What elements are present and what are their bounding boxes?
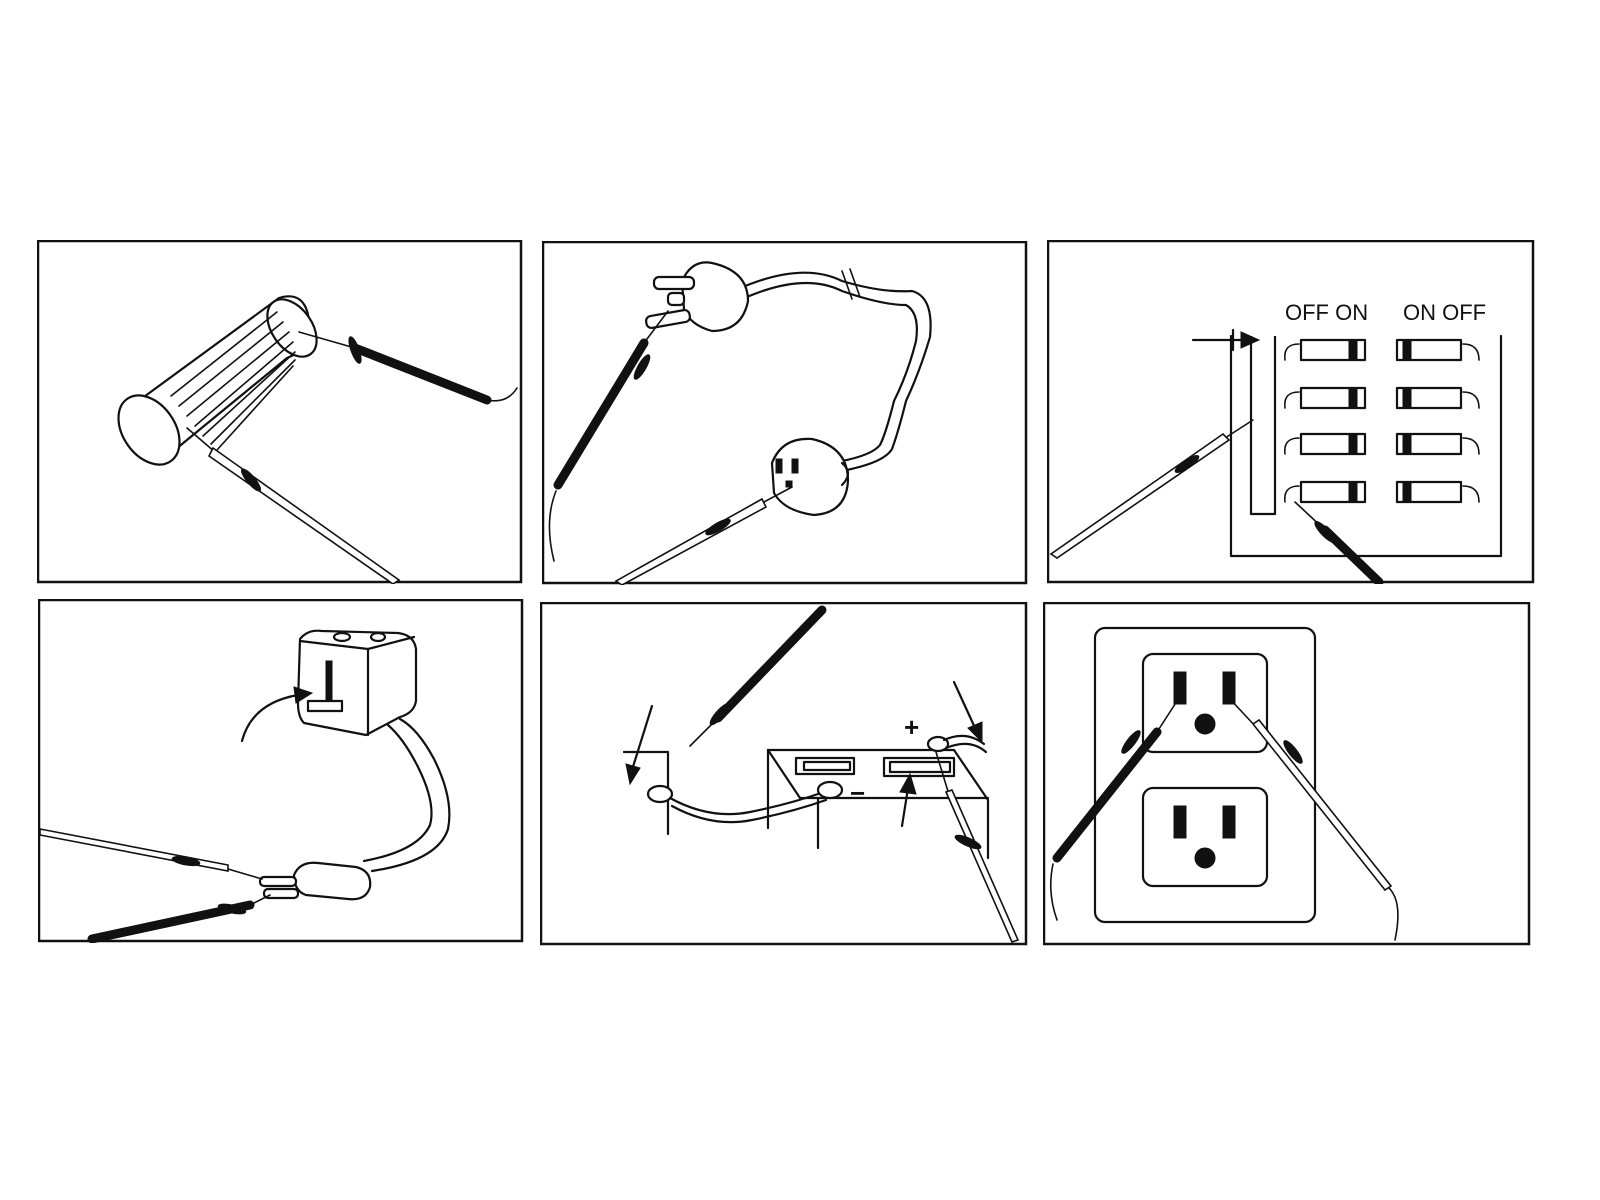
plug-icon	[258, 861, 372, 901]
fuse-cylinder-icon	[117, 295, 318, 466]
black-probe-icon	[1049, 697, 1180, 921]
fuse-test-drawing	[37, 240, 523, 584]
black-probe-icon	[87, 894, 271, 943]
battery-test-drawing: + −	[540, 602, 1028, 946]
label-off-on: OFF ON	[1285, 300, 1368, 325]
label-on-off: ON OFF	[1403, 300, 1486, 325]
panel-switch-panel-test: OFF ON ON OFF	[1047, 240, 1535, 584]
black-probe-icon	[298, 331, 518, 405]
jumper-cable-icon	[646, 734, 988, 824]
panel-plug-adapter-test	[38, 599, 524, 943]
wall-plate-icon	[1093, 626, 1317, 924]
black-probe-icon	[548, 310, 669, 562]
male-plug-icon	[644, 261, 750, 333]
cord-icon	[736, 268, 932, 473]
female-plug-icon	[770, 437, 850, 517]
red-probe-icon	[39, 828, 263, 880]
switch-rows-icon	[1283, 338, 1480, 504]
cord-icon	[362, 717, 451, 873]
panel-wall-outlet-test	[1043, 602, 1531, 946]
panel-frame	[37, 240, 523, 584]
battery-icon	[622, 748, 990, 860]
panel-battery-terminal-test: + −	[540, 602, 1028, 946]
panel-frame	[542, 241, 1028, 585]
black-probe-icon	[1294, 501, 1384, 584]
outlet-test-drawing	[1043, 602, 1531, 946]
red-probe-icon	[614, 486, 793, 585]
arrow-icon	[240, 686, 314, 743]
adapter-cube-icon	[296, 629, 418, 737]
panel-cord-continuity-test	[542, 241, 1028, 585]
positive-terminal-label: +	[904, 712, 919, 742]
red-probe-icon	[935, 751, 1020, 943]
panel-frame	[1047, 240, 1535, 584]
negative-terminal-label: −	[850, 778, 865, 808]
panel-fuse-test	[37, 240, 523, 584]
black-probe-icon	[689, 605, 827, 747]
switch-box-icon	[1229, 334, 1503, 558]
red-probe-icon	[1049, 419, 1254, 559]
arrow-icon	[1191, 328, 1261, 352]
red-probe-icon	[186, 427, 401, 584]
red-probe-icon	[1228, 697, 1399, 941]
switch-test-drawing: OFF ON ON OFF	[1047, 240, 1535, 584]
adapter-test-drawing	[38, 599, 524, 943]
cord-test-drawing	[542, 241, 1028, 585]
arrow-icon	[625, 680, 983, 828]
